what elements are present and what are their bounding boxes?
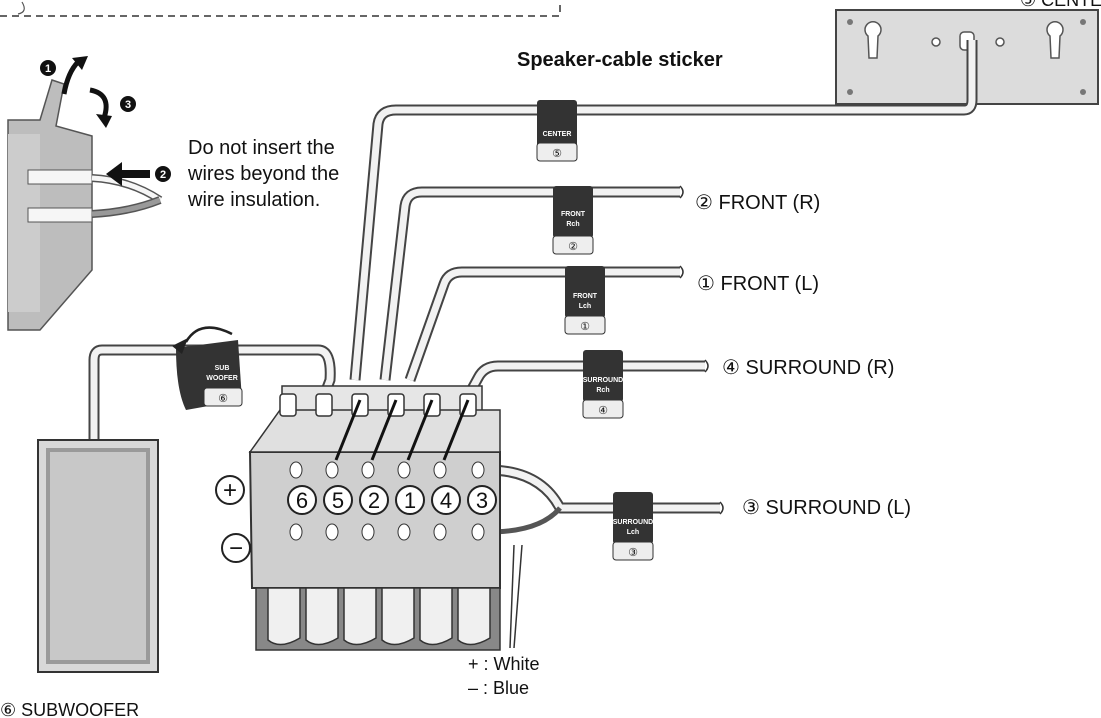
terminal-num-4: 4: [440, 488, 452, 513]
sticker-front-r-text-1: FRONT: [561, 211, 586, 218]
sticker-center-num: ⑤: [552, 148, 562, 160]
sticker-surround-l-num: ③: [628, 547, 638, 559]
sticker-front-l-text-1: FRONT: [573, 293, 598, 300]
sticker-heading: Speaker-cable sticker: [517, 49, 723, 71]
terminal-num-2: 2: [368, 488, 380, 513]
front-r-cable: [379, 186, 680, 381]
center-label: ⑤ CENTER: [1020, 0, 1101, 10]
legend-minus: – : Blue: [468, 678, 529, 698]
step-1: 1: [45, 63, 51, 75]
plus-symbol-text: +: [223, 477, 237, 504]
sticker-center: CENTER ⑤: [536, 100, 578, 162]
subwoofer-label: ⑥ SUBWOOFER: [0, 700, 139, 718]
subwoofer-unit: [37, 439, 159, 673]
sticker-front-l: FRONT Lch ①: [564, 266, 606, 335]
surround-l-label: ③ SURROUND (L): [742, 497, 911, 519]
step-2: 2: [160, 169, 166, 181]
instruction-line-3: wire insulation.: [187, 189, 320, 211]
sticker-front-r: FRONT Rch ②: [552, 186, 594, 255]
instruction-line-1: Do not insert the: [188, 137, 335, 159]
instruction-line-2: wires beyond the: [187, 163, 339, 185]
terminal-num-3: 3: [476, 488, 488, 513]
minus-symbol: −: [221, 533, 251, 563]
wire-insertion-inset: 1 3 2: [7, 56, 171, 331]
sticker-surround-l-text-2: Lch: [627, 529, 639, 536]
terminal-num-6: 6: [296, 488, 308, 513]
sticker-surround-l: SURROUND Lch ③: [612, 492, 654, 561]
sticker-front-r-num: ②: [568, 241, 578, 253]
lift-arrow-icon: [61, 60, 80, 95]
sticker-surround-r: SURROUND Rch ④: [582, 350, 624, 419]
terminal-block: 6 5 2 1 4 3: [248, 385, 501, 651]
legend-plus: + : White: [468, 654, 540, 674]
plus-symbol: +: [215, 475, 245, 505]
press-arrow-icon: [89, 87, 109, 119]
step-3: 3: [125, 99, 131, 111]
sticker-subwoofer-text-2: WOOFER: [206, 375, 238, 382]
sticker-surround-r-text-1: SURROUND: [583, 377, 623, 384]
sticker-surround-r-num: ④: [598, 405, 608, 417]
front-l-label: ① FRONT (L): [697, 273, 819, 295]
sticker-center-text: CENTER: [543, 131, 572, 138]
minus-symbol-text: −: [229, 535, 243, 562]
terminal-num-5: 5: [332, 488, 344, 513]
front-r-label: ② FRONT (R): [695, 192, 820, 214]
sticker-front-r-text-2: Rch: [566, 221, 579, 228]
surround-r-label: ④ SURROUND (R): [722, 357, 894, 379]
sticker-front-l-text-2: Lch: [579, 303, 591, 310]
terminal-num-1: 1: [404, 488, 416, 513]
sticker-surround-l-text-1: SURROUND: [613, 519, 653, 526]
fold-arrow-icon: [184, 326, 233, 343]
sticker-subwoofer-text-1: SUB: [215, 365, 230, 372]
instruction-border: [0, 0, 561, 17]
sticker-subwoofer-num: ⑥: [218, 393, 228, 405]
sticker-surround-r-text-2: Rch: [596, 387, 609, 394]
sticker-subwoofer: SUB WOOFER ⑥: [172, 326, 243, 410]
sticker-front-l-num: ①: [580, 321, 590, 333]
